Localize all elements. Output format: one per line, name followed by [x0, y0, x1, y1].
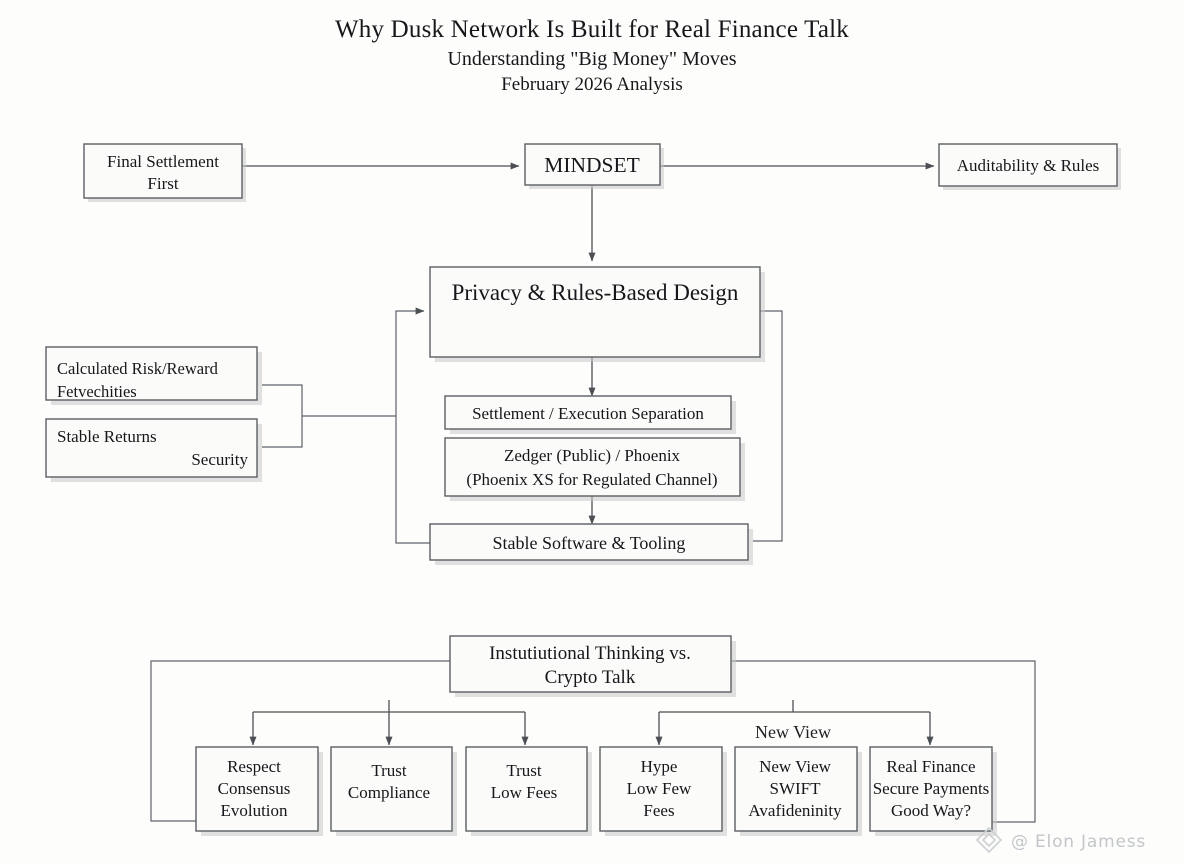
watermark-handle: @ Elon Jamess [1011, 832, 1146, 852]
node-label-line3: Good Way? [891, 801, 971, 820]
node-new-view-swift-avafideninity[interactable]: New View SWIFT Avafideninity [734, 746, 862, 836]
node-label-line2: Crypto Talk [545, 667, 636, 688]
node-label-line2: (Phoenix XS for Regulated Channel) [466, 470, 717, 489]
node-label-line2: Low Fees [491, 783, 558, 802]
page-subtitle: Understanding "Big Money" Moves [447, 48, 736, 70]
node-label-line2: Fetvechities [57, 382, 137, 401]
branch-label-new-view: New View [755, 722, 831, 742]
node-label-line1: Zedger (Public) / Phoenix [504, 446, 681, 465]
node-settlement-execution-separation[interactable]: Settlement / Execution Separation [444, 395, 736, 434]
connector-left-trunk-to-privacy [395, 307, 425, 416]
node-label-line2: Secure Payments [873, 779, 990, 798]
node-label-line3: Avafideninity [748, 801, 842, 820]
node-label-line2: Consensus [218, 779, 291, 798]
node-label-line1: Trust [506, 761, 542, 780]
node-calculated-risk-reward[interactable]: Calculated Risk/Reward Fetvechities [45, 346, 262, 405]
node-zedger-phoenix[interactable]: Zedger (Public) / Phoenix (Phoenix XS fo… [444, 437, 745, 501]
node-label-line3: Fees [643, 801, 674, 820]
connector-privacy-right-return-loop [753, 310, 783, 542]
node-mindset[interactable]: MINDSET [524, 143, 664, 189]
node-label-line1: Final Settlement [107, 152, 219, 171]
connector-left-trunk-to-stable-software [395, 416, 430, 544]
node-label-line1: Real Finance [886, 757, 975, 776]
node-stable-software-tooling[interactable]: Stable Software & Tooling [429, 523, 753, 565]
connector-left-pair-bracket [262, 384, 303, 448]
node-hype-low-few-fees[interactable]: Hype Low Few Fees [599, 746, 727, 836]
node-label-line2: Security [191, 450, 248, 469]
connector-institutional-right-wrap [731, 660, 1036, 823]
node-label-line1: Calculated Risk/Reward [57, 359, 219, 378]
node-label: Settlement / Execution Separation [472, 404, 704, 423]
page-title: Why Dusk Network Is Built for Real Finan… [335, 16, 849, 43]
node-label: Privacy & Rules-Based Design [452, 280, 739, 305]
node-institutional-thinking-vs-crypto-talk[interactable]: Instutiutional Thinking vs. Crypto Talk [449, 635, 736, 697]
node-respect-consensus-evolution[interactable]: Respect Consensus Evolution [195, 746, 323, 836]
node-trust-low-fees[interactable]: Trust Low Fees [465, 746, 592, 836]
node-label-line1: Hype [641, 757, 678, 776]
page-date-line: February 2026 Analysis [501, 74, 683, 95]
node-label-line3: Evolution [220, 801, 288, 820]
node-label: Auditability & Rules [957, 156, 1100, 175]
node-trust-compliance[interactable]: Trust Compliance [330, 746, 457, 836]
node-label-line2: Low Few [627, 779, 692, 798]
node-label-line1: Instutiutional Thinking vs. [489, 643, 691, 664]
diamond-logo-icon [975, 826, 1003, 854]
node-label-line1: Respect [227, 757, 281, 776]
node-label-line1: Stable Returns [57, 427, 157, 446]
node-label-line2: First [147, 174, 178, 193]
node-label-line2: SWIFT [770, 779, 822, 798]
node-label: MINDSET [544, 153, 640, 177]
connector-institutional-left-wrap [150, 660, 450, 822]
watermark: @ Elon Jamess [975, 826, 1146, 854]
node-auditability-and-rules[interactable]: Auditability & Rules [938, 143, 1121, 190]
node-label-line1: New View [759, 757, 832, 776]
node-label-line2: Compliance [348, 783, 430, 802]
node-stable-returns-security[interactable]: Stable Returns Security [45, 418, 262, 482]
node-final-settlement-first[interactable]: Final Settlement First [83, 143, 246, 202]
node-privacy-rules-based-design[interactable]: Privacy & Rules-Based Design [429, 266, 765, 362]
node-real-finance-secure-payments[interactable]: Real Finance Secure Payments Good Way? [869, 746, 997, 836]
node-label-line1: Trust [371, 761, 407, 780]
node-label: Stable Software & Tooling [493, 533, 686, 553]
